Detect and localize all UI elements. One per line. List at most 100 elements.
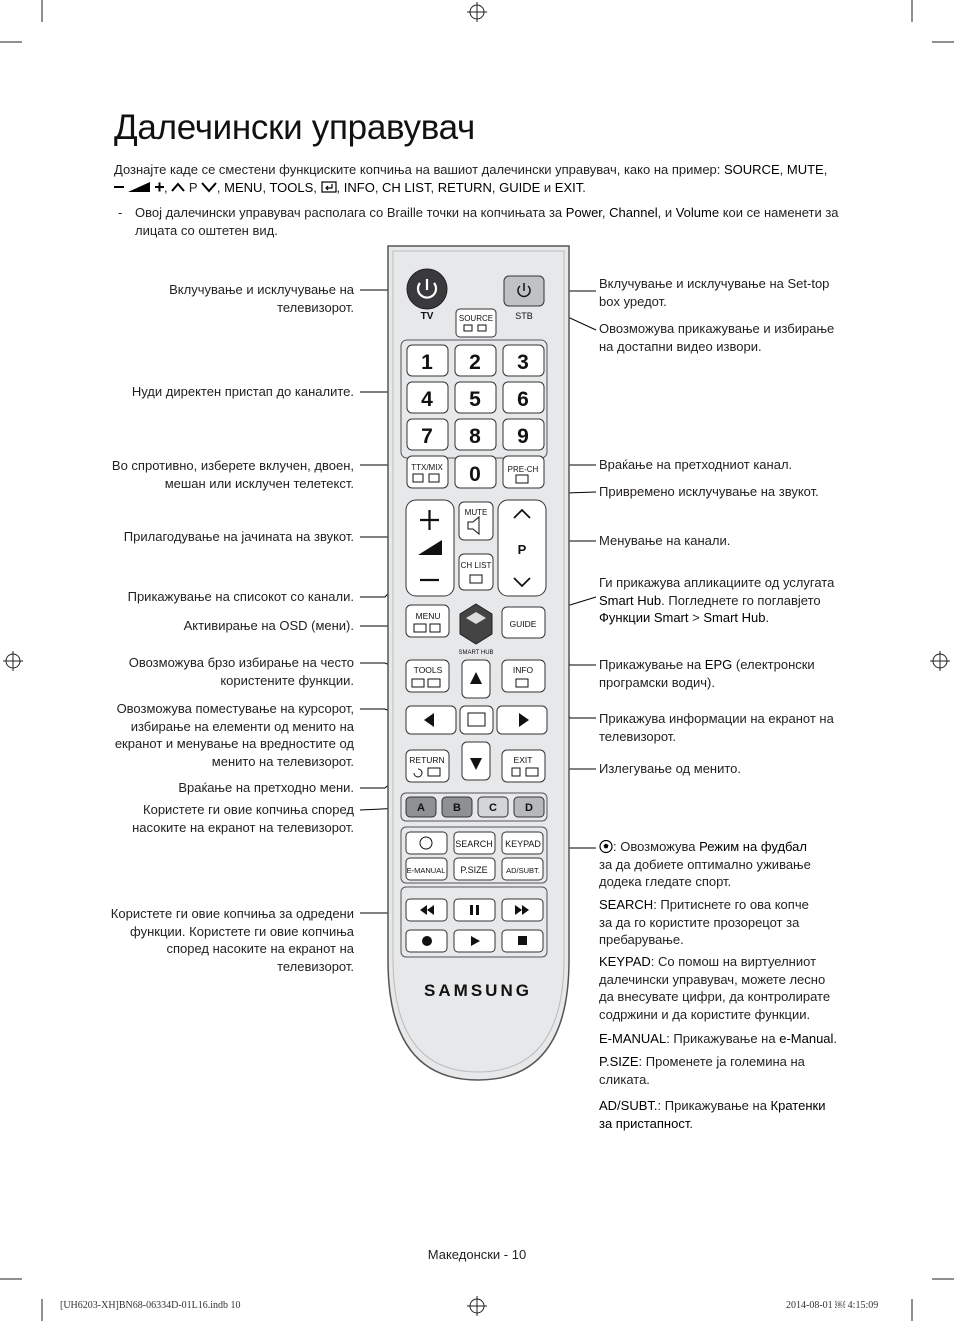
svg-text:CH LIST: CH LIST — [461, 561, 492, 570]
p-size-button[interactable]: P.SIZE — [453, 857, 496, 881]
stb-label: STB — [515, 311, 533, 321]
imprint-file: [UH6203-XH]BN68-06334D-01L16.indb 10 — [60, 1300, 241, 1311]
svg-text:AD/SUBT.: AD/SUBT. — [506, 866, 540, 875]
svg-text:2: 2 — [469, 351, 481, 374]
chevron-down-icon — [201, 182, 217, 193]
svg-text:PRE-CH: PRE-CH — [508, 465, 539, 474]
digit-4-button[interactable]: 4 — [406, 381, 449, 414]
color-button-a[interactable]: A — [405, 796, 437, 818]
record-button[interactable] — [405, 929, 448, 953]
svg-text:0: 0 — [469, 463, 481, 486]
search-button[interactable]: SEARCH — [453, 831, 496, 855]
tv-power-button[interactable] — [406, 268, 448, 310]
volume-icon — [114, 180, 164, 195]
svg-text:D: D — [525, 802, 533, 814]
enter-button[interactable] — [459, 705, 494, 735]
svg-text:INFO: INFO — [513, 665, 534, 675]
digit-3-button[interactable]: 3 — [502, 344, 545, 377]
digit-9-button[interactable]: 9 — [502, 418, 545, 451]
guide-button[interactable]: GUIDE — [501, 606, 546, 639]
mute-button[interactable]: MUTE — [458, 501, 494, 541]
label-emanual: E-MANUAL: Прикажување на e-Manual. — [599, 1031, 838, 1046]
label-adsubt: AD/SUBT.: Прикажување на Кратенки за при… — [599, 1098, 826, 1131]
label-keypad: KEYPAD: Со помош на виртуелниот далечинс… — [599, 954, 831, 1022]
label-info: Прикажува информации на екранот на телев… — [599, 711, 834, 744]
football-icon — [599, 839, 613, 854]
ttx-mix-button[interactable]: TTX/MIX — [406, 455, 449, 489]
menu-button[interactable]: MENU — [405, 604, 450, 638]
digit-6-button[interactable]: 6 — [502, 381, 545, 414]
svg-text:4: 4 — [421, 388, 433, 411]
label-volume: Прилагодување на јачината на звукот. — [123, 529, 354, 544]
dpad-left-button[interactable] — [405, 705, 457, 735]
label-tools: Овозможува брзо избирање на често корист… — [128, 655, 354, 688]
svg-text:P: P — [518, 542, 527, 557]
rewind-button[interactable] — [405, 898, 448, 922]
exit-button[interactable]: EXIT — [501, 749, 546, 783]
volume-rocker[interactable] — [405, 499, 455, 597]
svg-text:EXIT: EXIT — [514, 755, 533, 765]
svg-text:C: C — [489, 802, 497, 814]
source-button[interactable]: SOURCE — [455, 308, 497, 338]
e-manual-button[interactable]: E-MANUAL — [405, 857, 448, 881]
svg-text:1: 1 — [421, 351, 433, 374]
dpad — [405, 659, 548, 781]
color-button-b[interactable]: B — [441, 796, 473, 818]
svg-text:RETURN: RETURN — [409, 755, 444, 765]
play-button[interactable] — [453, 929, 496, 953]
svg-text:A: A — [417, 802, 425, 814]
stop-button[interactable] — [501, 929, 544, 953]
channel-up-down-icon — [171, 180, 185, 195]
football-button[interactable] — [405, 831, 448, 855]
digit-2-button[interactable]: 2 — [454, 344, 497, 377]
stb-power-button[interactable] — [503, 275, 545, 307]
label-stb: Вклучување и исклучување на Set-top box … — [599, 276, 830, 309]
tools-button[interactable]: TOOLS — [405, 659, 450, 693]
svg-text:TOOLS: TOOLS — [414, 665, 443, 675]
label-chlist: Прикажување на списокот со канали. — [127, 589, 354, 604]
ch-list-button[interactable]: CH LIST — [458, 553, 494, 591]
svg-text:MENU: MENU — [415, 611, 440, 621]
color-button-d[interactable]: D — [513, 796, 545, 818]
label-menu: Активирање на OSD (мени). — [183, 618, 354, 633]
label-psize: P.SIZE: Променете ја големина на сликата… — [599, 1054, 805, 1087]
ad-subt-button[interactable]: AD/SUBT. — [501, 857, 544, 881]
keypad-button[interactable]: KEYPAD — [501, 831, 544, 855]
label-media: Користете ги овие копчиња за одредени фу… — [110, 906, 354, 974]
color-button-c[interactable]: C — [477, 796, 509, 818]
channel-rocker[interactable]: P — [497, 499, 547, 597]
svg-text:P.SIZE: P.SIZE — [460, 865, 487, 875]
tv-label: TV — [421, 311, 434, 322]
label-color: Користете ги овие копчиња според насокит… — [132, 802, 354, 835]
digit-1-button[interactable]: 1 — [406, 344, 449, 377]
smart-hub-button[interactable] — [459, 603, 493, 645]
label-return: Враќање на претходно мени. — [178, 780, 354, 795]
digit-8-button[interactable]: 8 — [454, 418, 497, 451]
svg-text:KEYPAD: KEYPAD — [505, 839, 541, 849]
dpad-right-button[interactable] — [496, 705, 548, 735]
svg-text:8: 8 — [469, 425, 481, 448]
label-numbers: Нуди директен пристап до каналите. — [131, 384, 354, 399]
svg-text:3: 3 — [517, 351, 529, 374]
page-title: Далечински управувач — [114, 108, 475, 147]
info-button[interactable]: INFO — [501, 659, 546, 693]
svg-text:SOURCE: SOURCE — [459, 314, 493, 323]
label-cursor: Овозможува поместување на курсорот, изби… — [114, 701, 354, 769]
digit-7-button[interactable]: 7 — [406, 418, 449, 451]
svg-text:B: B — [453, 802, 461, 814]
enter-icon — [320, 181, 337, 193]
page-footer: Македонски - 10 — [427, 1247, 527, 1262]
dpad-up-button[interactable] — [461, 659, 491, 699]
digit-5-button[interactable]: 5 — [454, 381, 497, 414]
return-button[interactable]: RETURN — [405, 749, 450, 783]
fast-forward-button[interactable] — [501, 898, 544, 922]
pre-ch-button[interactable]: PRE-CH — [502, 455, 545, 489]
svg-text:E-MANUAL: E-MANUAL — [407, 866, 446, 875]
label-source: Овозможува прикажување и избирање на дос… — [599, 321, 835, 354]
digit-0-button[interactable]: 0 — [454, 455, 497, 489]
dpad-down-button[interactable] — [461, 741, 491, 781]
intro-paragraph: Дознајте каде се сместени функциските ко… — [114, 162, 828, 195]
pause-button[interactable] — [453, 898, 496, 922]
svg-text:7: 7 — [421, 425, 433, 448]
